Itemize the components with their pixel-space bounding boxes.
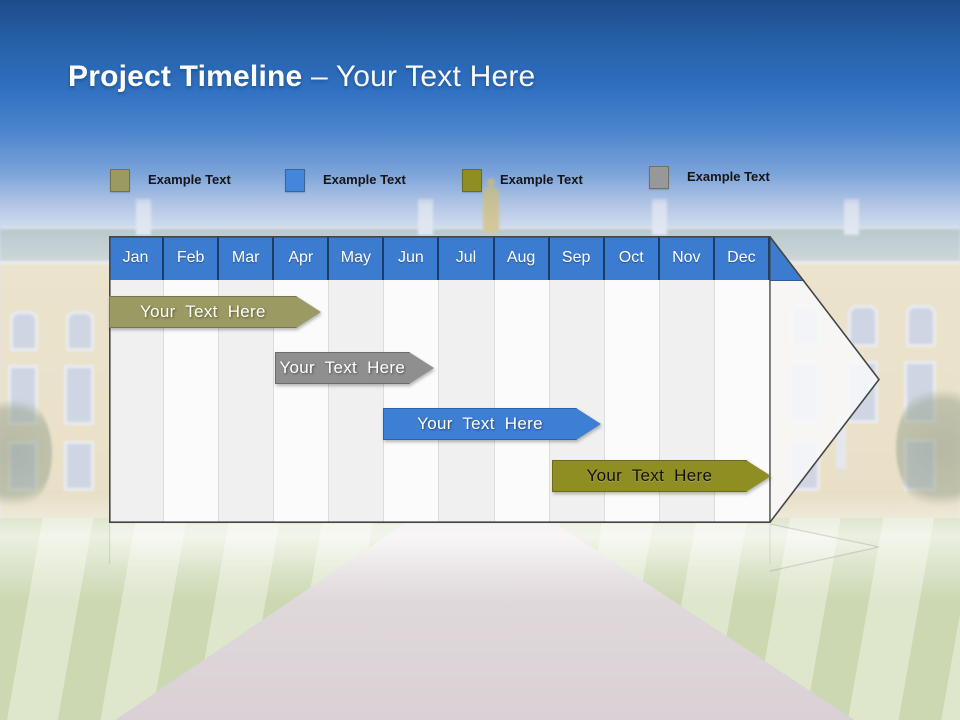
palace-window xyxy=(8,365,38,425)
timeline-bar-3[interactable]: Your Text Here xyxy=(382,408,602,440)
palace-dome-ornament xyxy=(483,178,499,233)
month-cell-may[interactable]: May xyxy=(329,236,385,280)
palace-window xyxy=(66,311,94,351)
page-title[interactable]: Project Timeline – Your Text Here xyxy=(68,60,928,94)
palace-chimney xyxy=(418,199,433,235)
month-cell-mar[interactable]: Mar xyxy=(219,236,275,280)
month-column xyxy=(384,280,440,523)
palace-chimney xyxy=(844,199,859,235)
month-cell-nov[interactable]: Nov xyxy=(660,236,715,280)
month-cell-jul[interactable]: Jul xyxy=(439,236,495,280)
legend-label: Example Text xyxy=(323,172,406,187)
month-cell-sep[interactable]: Sep xyxy=(550,236,605,280)
legend-label: Example Text xyxy=(148,172,231,187)
palace-chimney xyxy=(136,199,151,235)
month-cell-aug[interactable]: Aug xyxy=(495,236,550,280)
legend-color-swatch xyxy=(462,169,482,192)
month-column xyxy=(329,280,385,523)
timeline-bar-4[interactable]: Your Text Here xyxy=(551,460,771,492)
month-cell-oct[interactable]: Oct xyxy=(605,236,660,280)
legend-color-swatch xyxy=(649,166,669,189)
palace-window xyxy=(848,305,878,347)
title-placeholder-text: – Your Text Here xyxy=(302,60,536,93)
palace-window xyxy=(904,361,936,423)
palace-window xyxy=(10,311,38,351)
timeline-bar-1[interactable]: Your Text Here xyxy=(109,296,321,328)
legend-color-swatch xyxy=(110,169,130,192)
timeline-bar-2[interactable]: Your Text Here xyxy=(274,352,434,384)
palace-window xyxy=(64,441,94,491)
month-cell-dec[interactable]: Dec xyxy=(715,236,770,280)
palace-chimney xyxy=(652,199,667,235)
legend-label: Example Text xyxy=(687,169,770,184)
palace-window xyxy=(8,441,38,491)
legend-label: Example Text xyxy=(500,172,583,187)
month-cell-jan[interactable]: Jan xyxy=(109,236,165,280)
title-bold-text: Project Timeline xyxy=(68,60,303,93)
legend-color-swatch xyxy=(285,169,305,192)
palace-window xyxy=(64,365,94,425)
month-column xyxy=(439,280,495,523)
palace-window xyxy=(906,305,936,347)
month-cell-apr[interactable]: Apr xyxy=(274,236,330,280)
palace-window xyxy=(904,439,936,491)
tree xyxy=(896,383,960,513)
month-cell-feb[interactable]: Feb xyxy=(164,236,220,280)
month-cell-jun[interactable]: Jun xyxy=(384,236,440,280)
month-column xyxy=(494,280,550,523)
